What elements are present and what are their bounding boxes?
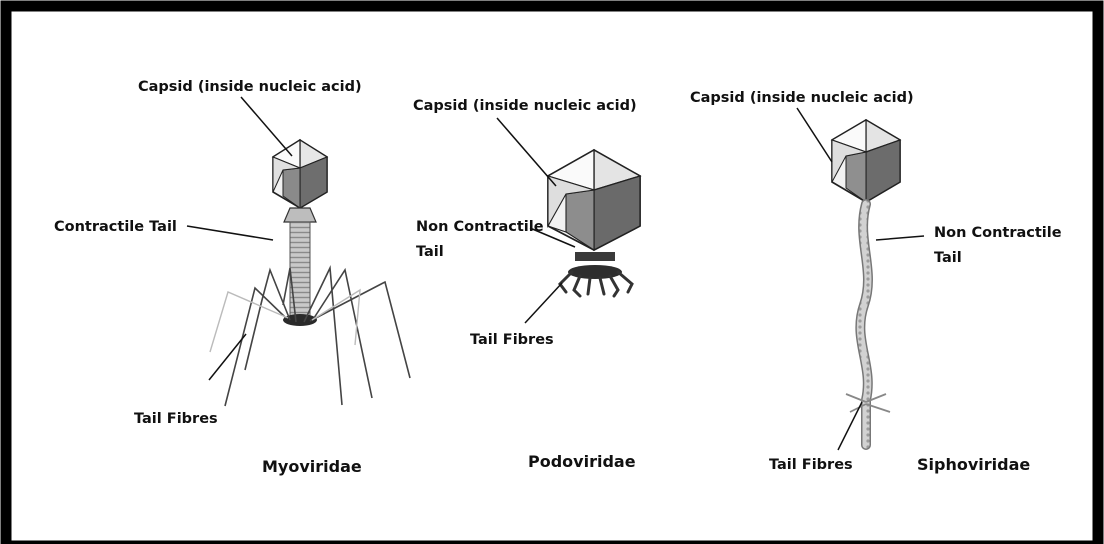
siphoviridae-tail-label-line2: Tail — [934, 249, 962, 267]
podoviridae-name: Podoviridae — [528, 453, 636, 471]
myoviridae-collar — [284, 208, 316, 222]
podoviridae-capsid — [548, 150, 640, 250]
myoviridae-tail-label: Contractile Tail — [54, 218, 177, 236]
podoviridae-capsid-label: Capsid (inside nucleic acid) — [413, 97, 637, 115]
myoviridae-fibres-label: Tail Fibres — [134, 410, 218, 428]
myoviridae-illustration — [210, 140, 410, 406]
siphoviridae-capsid-label: Capsid (inside nucleic acid) — [690, 89, 914, 107]
podoviridae-tail-label-line2: Tail — [416, 243, 444, 261]
podoviridae-illustration — [548, 150, 640, 296]
podoviridae-fibres-label: Tail Fibres — [470, 331, 554, 349]
myoviridae-capsid — [273, 140, 327, 208]
siphoviridae-fibres-label: Tail Fibres — [769, 456, 853, 474]
podoviridae-short-tail — [575, 252, 615, 261]
siphoviridae-capsid — [832, 120, 900, 202]
siphoviridae-name: Siphoviridae — [917, 456, 1030, 474]
myoviridae-tail-fibres — [225, 268, 410, 406]
podoviridae-tail-label-line1: Non Contractile — [416, 218, 544, 236]
myoviridae-name: Myoviridae — [262, 458, 362, 476]
siphoviridae-tail-label-line1: Non Contractile — [934, 224, 1062, 242]
siphoviridae-illustration — [832, 120, 900, 445]
myoviridae-capsid-label: Capsid (inside nucleic acid) — [138, 78, 362, 96]
